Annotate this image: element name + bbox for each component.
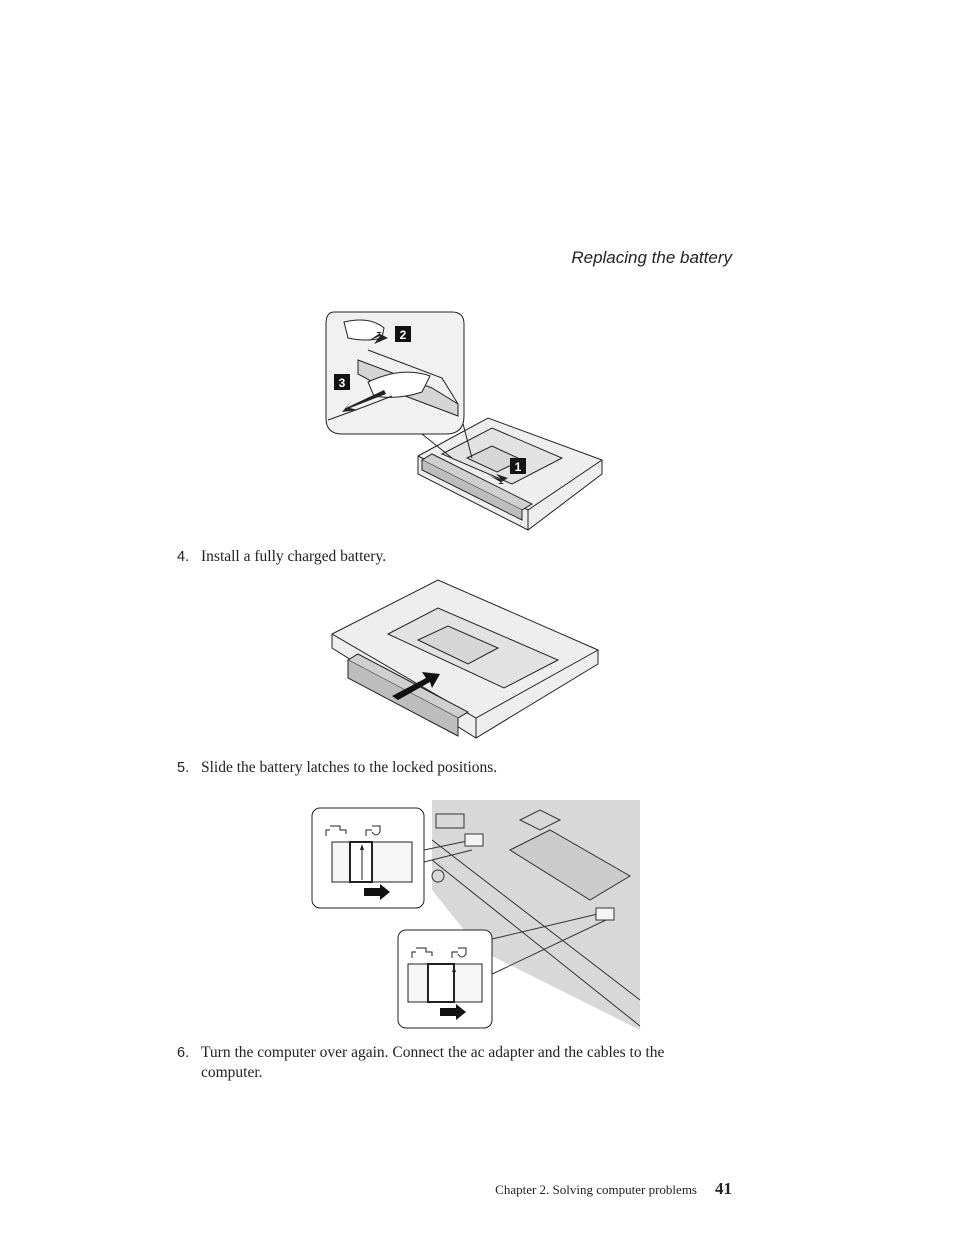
step-text: Turn the computer over again. Connect th… [201, 1044, 665, 1081]
callout-3: 3 [339, 376, 346, 390]
battery-removal-illustration: 2 3 1 [325, 311, 603, 531]
latch-detail-top [311, 807, 425, 909]
step-number: 6. [177, 1045, 190, 1061]
running-head: Replacing the battery [571, 248, 732, 267]
step-5: 5. Slide the battery latches to the lock… [177, 758, 717, 778]
callout-1: 1 [515, 460, 522, 474]
battery-latch-illustration [311, 800, 641, 1030]
page-number: 41 [715, 1179, 732, 1198]
battery-install-illustration [331, 579, 599, 739]
callout-2: 2 [400, 328, 407, 342]
step-text: Install a fully charged battery. [201, 548, 387, 565]
latch-detail-bottom [397, 929, 493, 1029]
step-number: 4. [177, 549, 190, 565]
page-footer: Chapter 2. Solving computer problems 41 [495, 1179, 732, 1199]
footer-chapter: Chapter 2. Solving computer problems [495, 1182, 697, 1197]
step-6: 6. Turn the computer over again. Connect… [177, 1043, 717, 1083]
step-text: Slide the battery latches to the locked … [201, 759, 498, 776]
step-number: 5. [177, 760, 190, 776]
step-4: 4. Install a fully charged battery. [177, 547, 717, 567]
